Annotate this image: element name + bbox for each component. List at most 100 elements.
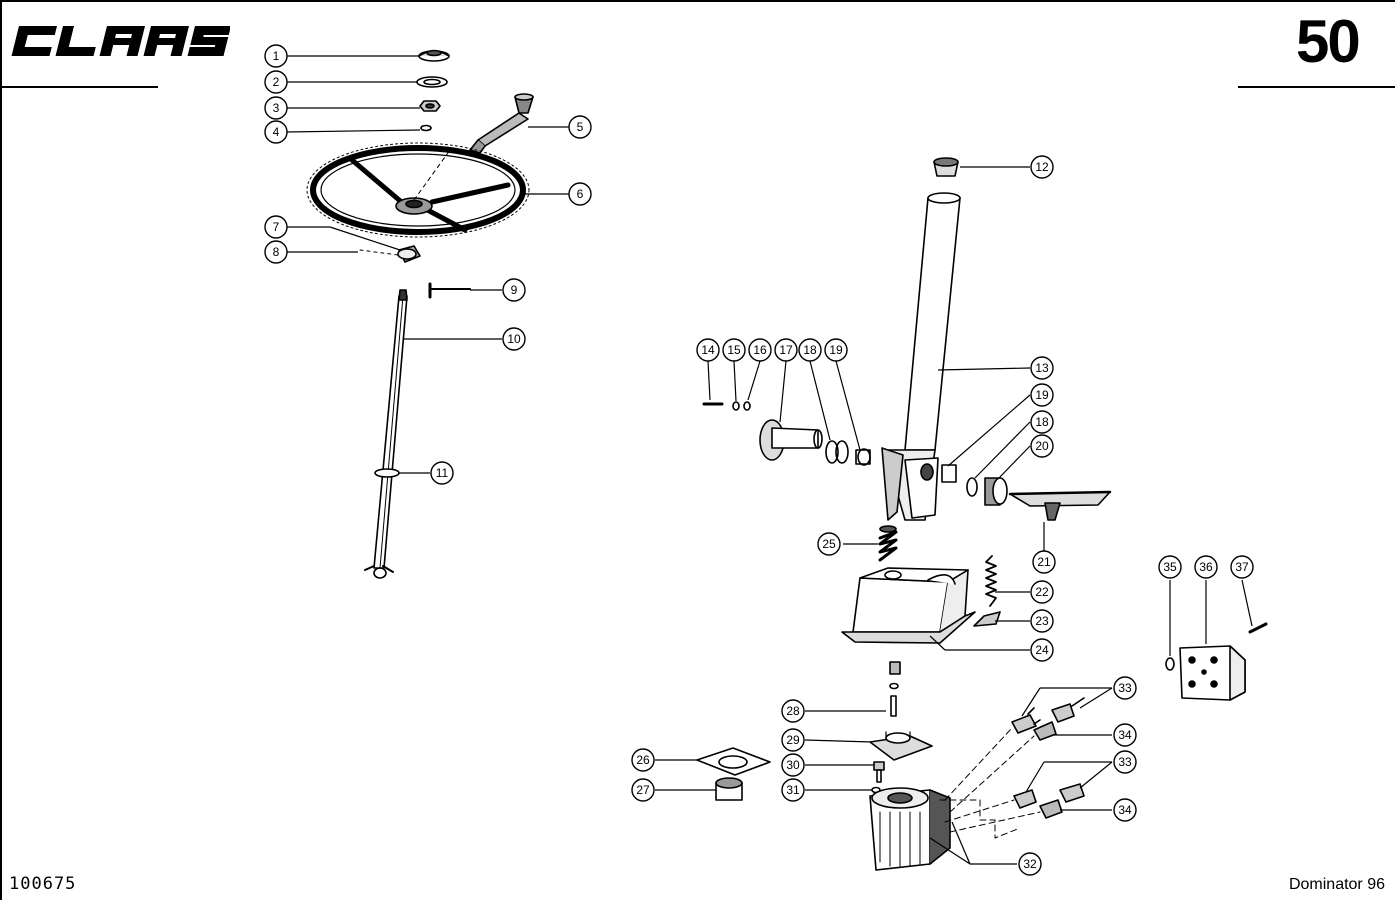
callout-label: 13 [1035,361,1049,375]
part-lever [469,93,534,154]
part-washer [416,76,448,88]
callout-label: 32 [1023,857,1037,871]
callout-gasket: 26 [631,748,655,772]
callout-circle [264,70,288,94]
callout-bracket: 23 [1030,609,1054,633]
callout-steering-column: 13 [1030,356,1054,380]
callout-circle [264,44,288,68]
callout-nut: 3 [264,96,288,120]
callout-pivot-bolt: 17 [774,338,798,362]
callout-label: 15 [727,343,741,357]
callout-circle [1030,383,1054,407]
part-pivot-right [941,464,1008,506]
callout-bushing: 19 [1030,383,1054,407]
part-bushing-top [933,157,959,177]
brand-logo [8,22,232,65]
callout-steering-shaft: 10 [502,327,526,351]
callout-circle [631,748,655,772]
callout-circle [1113,676,1137,700]
callout-fitting: 34 [1113,798,1137,822]
callout-cap: 1 [264,44,288,68]
callout-fitting: 34 [1113,723,1137,747]
callout-circle [568,182,592,206]
callout-circle [568,115,592,139]
callout-circle [1030,434,1054,458]
callout-bolt: 30 [781,753,805,777]
callout-circle [264,215,288,239]
part-pin [428,282,471,299]
callout-label: 17 [779,343,793,357]
callout-lever: 5 [568,115,592,139]
callout-circle [774,338,798,362]
callout-label: 10 [507,332,521,346]
callout-circle [502,327,526,351]
callout-circle [1113,750,1137,774]
part-cap [418,49,450,62]
callout-fitting: 33 [1113,750,1137,774]
callout-circle [817,532,841,556]
callout-label: 34 [1118,728,1132,742]
callout-circle [1194,555,1218,579]
model-name: Dominator 96 [1288,876,1385,893]
callout-circle [1032,550,1056,574]
callout-label: 20 [1035,439,1049,453]
part-washer-small [420,124,432,132]
callout-bolt: 14 [696,338,720,362]
callout-label: 35 [1163,560,1177,574]
callout-pin: 9 [502,278,526,302]
part-valve-block [1165,622,1268,701]
callout-spacer: 20 [1030,434,1054,458]
callout-flange: 29 [781,728,805,752]
callout-label: 22 [1035,585,1049,599]
callout-label: 19 [829,343,843,357]
callout-circle [1030,638,1054,662]
callout-circle [824,338,848,362]
callout-label: 27 [636,783,650,797]
callout-circle [1030,580,1054,604]
callout-washer: 4 [264,120,288,144]
part-spring-25 [878,525,898,562]
callout-label: 37 [1235,560,1249,574]
callout-label: 25 [822,537,836,551]
callout-label: 5 [577,120,584,134]
callout-label: 31 [786,783,800,797]
callout-pin: 8 [264,240,288,264]
callout-circle [1030,609,1054,633]
callout-label: 34 [1118,803,1132,817]
callout-circle [1113,723,1137,747]
callout-label: 33 [1118,681,1132,695]
callout-circle [696,338,720,362]
callout-spring: 22 [1030,580,1054,604]
callout-label: 9 [511,283,518,297]
hydraulic-lines [939,727,1041,839]
callout-circle [798,338,822,362]
callout-spring: 25 [817,532,841,556]
part-steering-wheel [306,142,530,238]
callout-label: 4 [273,125,280,139]
callout-label: 28 [786,704,800,718]
callout-washer: 31 [781,778,805,802]
part-pedal [1008,490,1112,521]
part-bolt-30 [871,761,885,794]
part-pivot-left [702,401,871,466]
callout-washer: 15 [722,338,746,362]
callout-circle [1030,356,1054,380]
callout-label: 14 [701,343,715,357]
callout-label: 19 [1035,388,1049,402]
part-spring-bracket [973,555,1001,627]
callout-label: 11 [436,466,449,480]
part-flange [869,731,933,761]
callout-circle [264,120,288,144]
callout-label: 23 [1035,614,1049,628]
callout-circle [264,96,288,120]
part-gasket [696,747,771,776]
callout-label: 21 [1037,555,1051,569]
callout-circle [502,278,526,302]
callout-circle [1158,555,1182,579]
callout-label: 18 [803,343,817,357]
part-nut [419,100,441,112]
claas-logo-icon [11,26,232,56]
callout-steering-wheel: 6 [568,182,592,206]
